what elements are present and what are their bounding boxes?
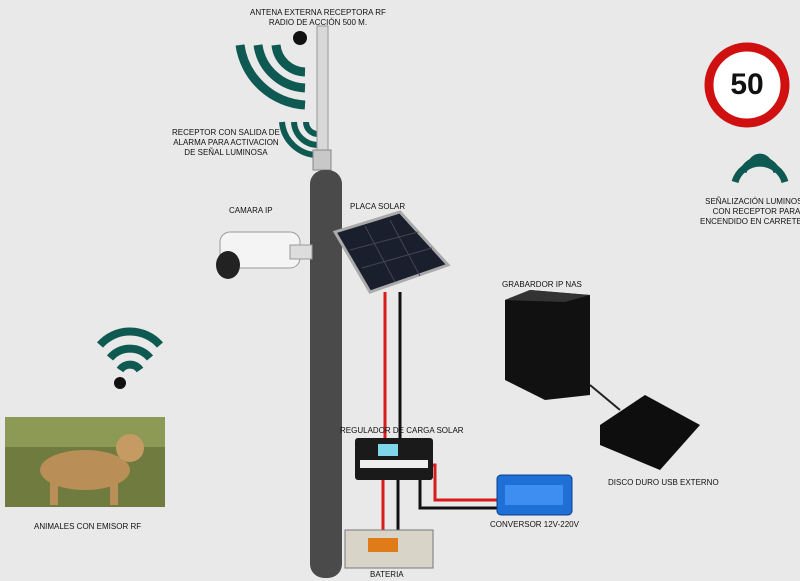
antenna-tube: [316, 25, 329, 152]
antenna-dot: [293, 31, 307, 45]
receiver-box: [312, 149, 332, 171]
ip-camera: [216, 231, 313, 279]
animal-signal-icon: [97, 327, 163, 373]
inverter-12v-220v: [496, 474, 573, 516]
regulator-label: REGULADOR DE CARGA SOLAR: [340, 426, 464, 435]
receiver-label: RECEPTOR CON SALIDA DE ALARMA PARA ACTIV…: [172, 128, 280, 157]
speed-limit-sign: [704, 42, 790, 128]
nas-label: GRABARDOR IP NAS: [502, 280, 582, 289]
antenna-label: ANTENA EXTERNA RECEPTORA RF RADIO DE ACC…: [250, 8, 386, 27]
charge-regulator: [355, 438, 433, 480]
pole: [310, 170, 342, 578]
usb-disk-label: DISCO DURO USB EXTERNO: [608, 478, 719, 487]
converter-label: CONVERSOR 12V-220V: [490, 520, 579, 529]
solar-panel: [332, 210, 451, 294]
speed-limit-value: 50: [730, 68, 764, 101]
road-sign-signal-icon: [731, 153, 789, 184]
antenna-signal-icon: [235, 44, 306, 110]
road-sign-label: SEÑALIZACIÓN LUMINOSA CON RECEPTOR PARA …: [700, 197, 800, 226]
battery-label: BATERIA: [370, 570, 404, 579]
camera-label: CAMARA IP: [229, 206, 273, 215]
solar-panel-label: PLACA SOLAR: [350, 202, 406, 211]
animals-label: ANIMALES CON EMISOR RF: [34, 522, 142, 531]
battery: [344, 529, 434, 569]
lynx-photo: [5, 417, 165, 507]
usb-hard-disk: [600, 395, 700, 470]
nas-recorder: [505, 290, 590, 400]
